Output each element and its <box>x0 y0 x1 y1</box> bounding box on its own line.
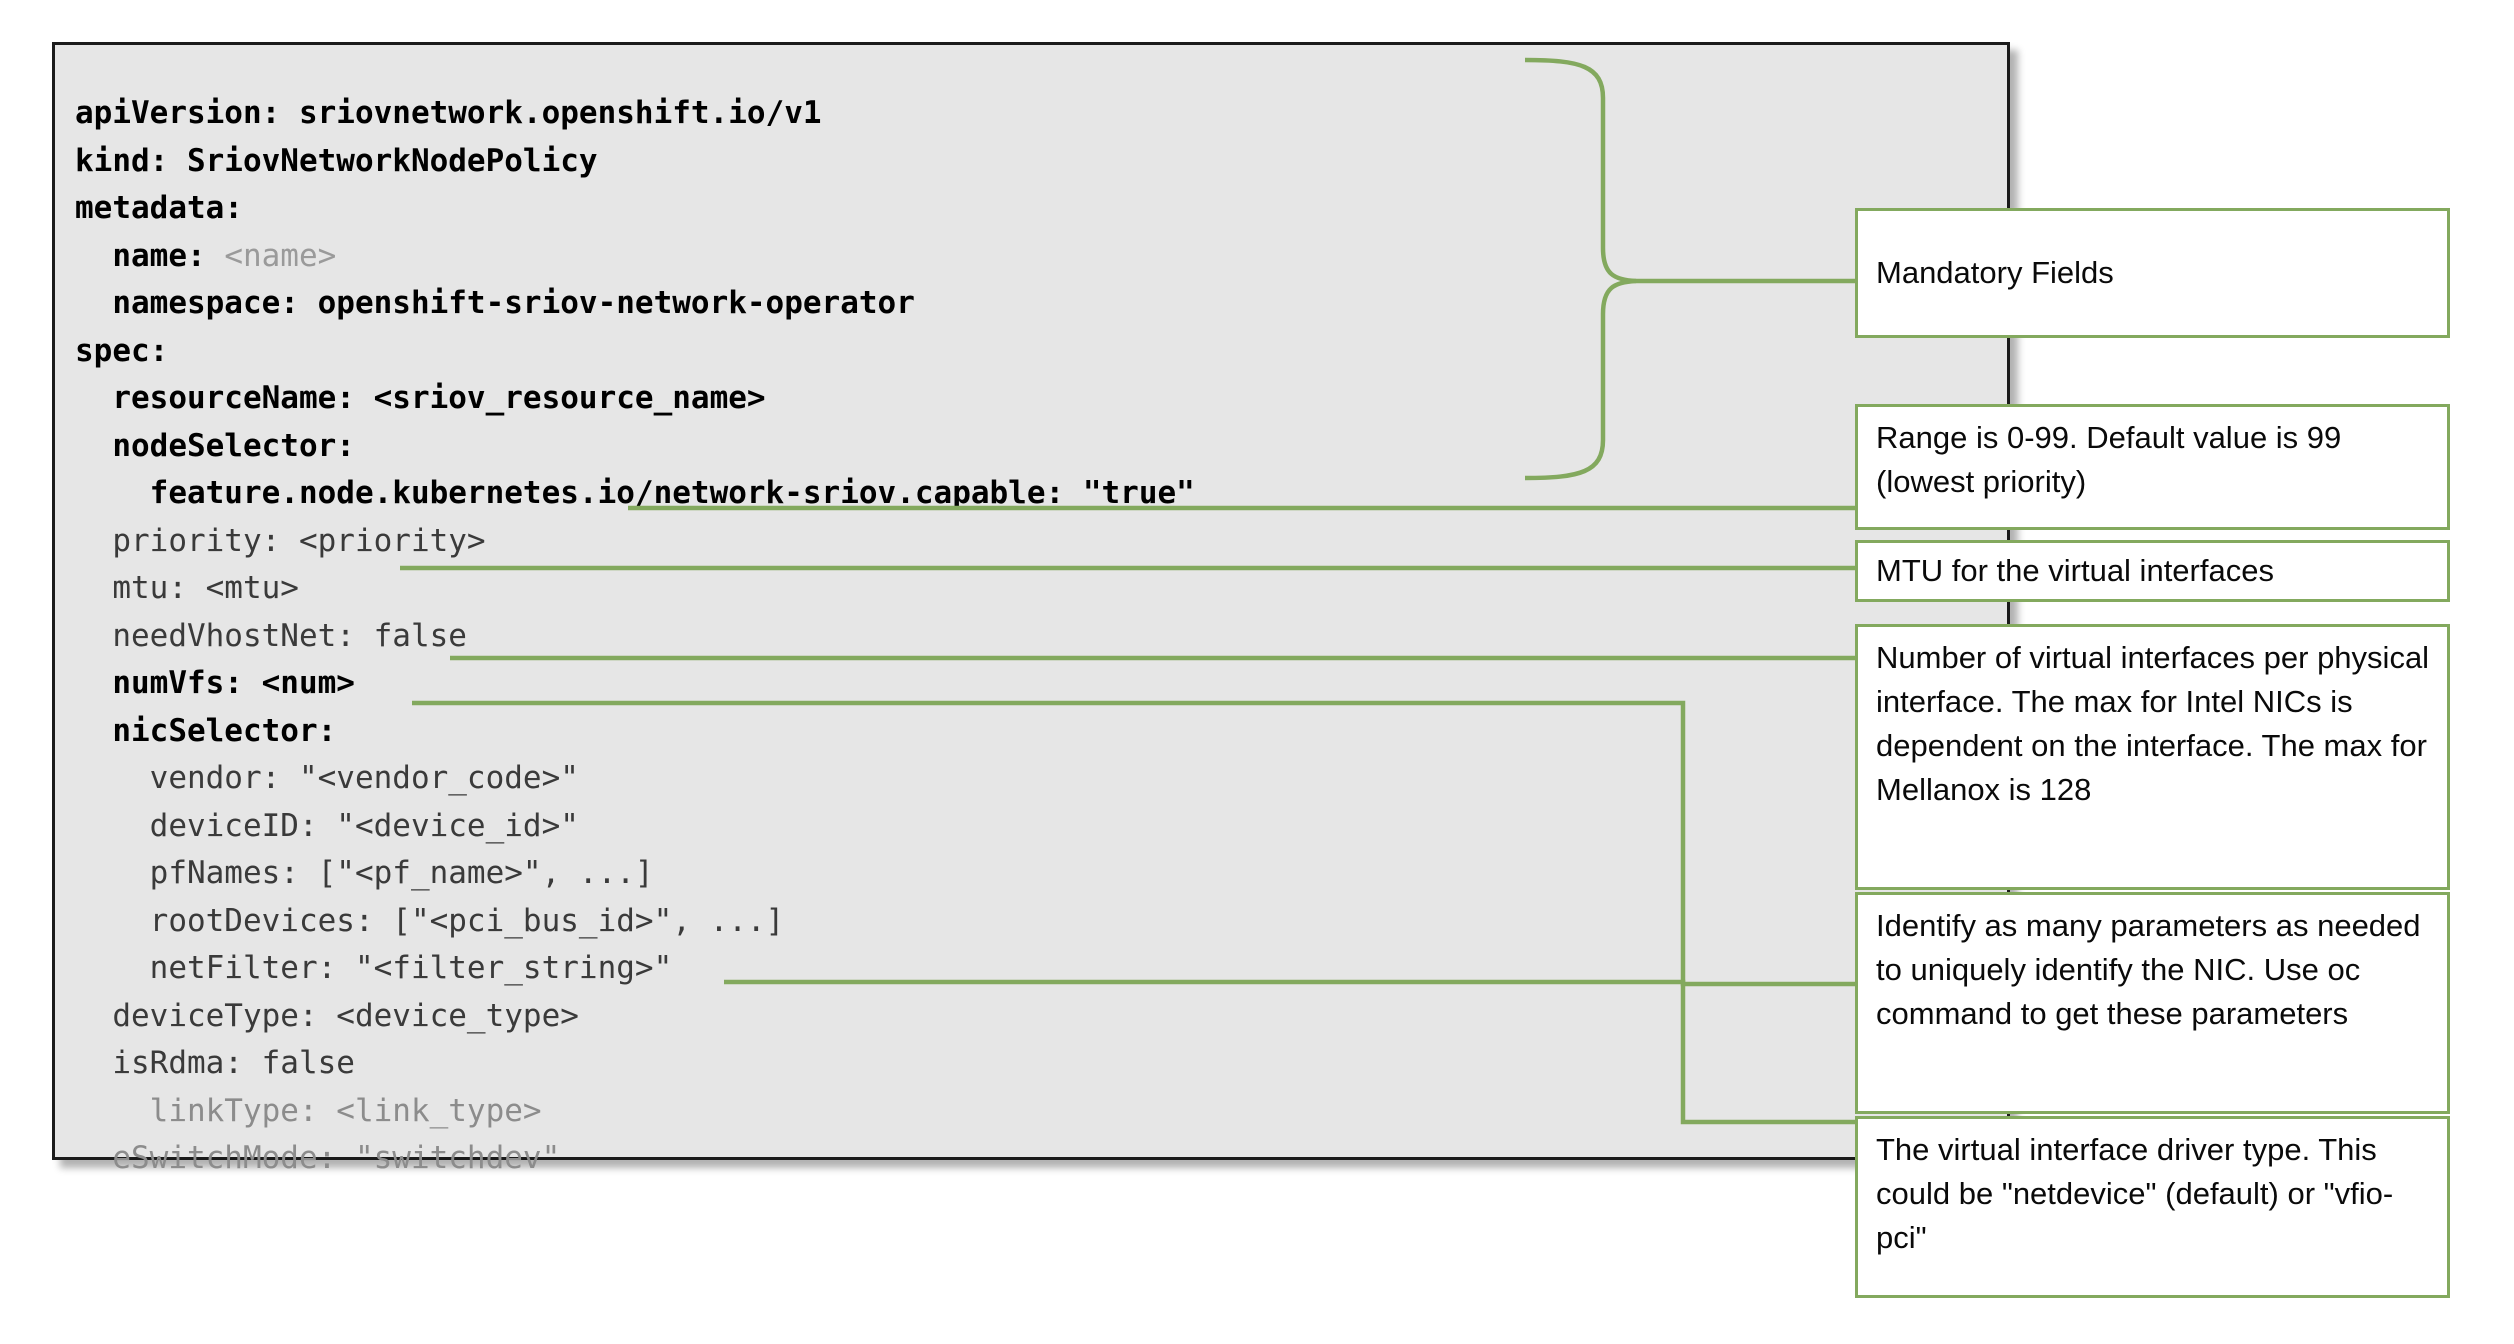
code-line: namespace: openshift-sriov-network-opera… <box>75 280 2007 328</box>
code-line: mtu: <mtu> <box>75 565 2007 613</box>
annotation-text: Range is 0-99. Default value is 99 (lowe… <box>1876 420 2342 499</box>
code-line: numVfs: <num> <box>75 660 2007 708</box>
code-segment: priority: <priority> <box>112 522 486 559</box>
code-segment: vendor: "<vendor_code>" <box>149 760 579 796</box>
code-segment: isRdma: false <box>112 1045 355 1081</box>
code-line: apiVersion: sriovnetwork.openshift.io/v1 <box>75 90 2007 138</box>
code-segment: resourceName: <sriov_resource_name> <box>112 380 766 416</box>
code-segment: apiVersion: sriovnetwork.openshift.io/v1 <box>75 95 822 131</box>
code-segment: mtu: <mtu> <box>112 570 299 606</box>
code-segment: nicSelector: <box>112 712 337 749</box>
annotation-devicetype-note: The virtual interface driver type. This … <box>1855 1116 2450 1298</box>
code-line: rootDevices: ["<pci_bus_id>", ...] <box>75 898 2007 946</box>
code-segment: metadata: <box>75 190 243 226</box>
code-line: nodeSelector: <box>75 423 2007 471</box>
annotation-priority-note: Range is 0-99. Default value is 99 (lowe… <box>1855 404 2450 530</box>
code-segment: deviceType: <device_type> <box>112 997 579 1034</box>
code-line: needVhostNet: false <box>75 613 2007 661</box>
code-line: resourceName: <sriov_resource_name> <box>75 375 2007 423</box>
code-segment: eSwitchMode: "switchdev" <box>112 1140 561 1176</box>
code-line: name: <name> <box>75 233 2007 281</box>
annotation-text: MTU for the virtual interfaces <box>1876 553 2274 588</box>
code-line: pfNames: ["<pf_name>", ...] <box>75 850 2007 898</box>
code-line: vendor: "<vendor_code>" <box>75 755 2007 803</box>
yaml-code-listing: apiVersion: sriovnetwork.openshift.io/v1… <box>75 90 2007 1183</box>
annotation-mandatory-fields: Mandatory Fields <box>1855 208 2450 338</box>
code-line: netFilter: "<filter_string>" <box>75 945 2007 993</box>
code-line: isRdma: false <box>75 1040 2007 1088</box>
code-segment: <name> <box>224 237 337 274</box>
code-line: deviceType: <device_type> <box>75 993 2007 1041</box>
yaml-code-panel: apiVersion: sriovnetwork.openshift.io/v1… <box>52 42 2010 1176</box>
code-line: eSwitchMode: "switchdev" <box>75 1135 2007 1183</box>
code-segment: name: <box>112 237 225 274</box>
code-segment: nodeSelector: <box>112 427 355 464</box>
code-line: feature.node.kubernetes.io/network-sriov… <box>75 470 2007 518</box>
code-line: metadata: <box>75 185 2007 233</box>
annotation-nicselector-note: Identify as many parameters as needed to… <box>1855 892 2450 1114</box>
code-segment: linkType: <link_type> <box>149 1092 542 1129</box>
code-segment: kind: SriovNetworkNodePolicy <box>75 142 598 179</box>
code-segment: namespace: openshift-sriov-network-opera… <box>112 285 915 321</box>
code-segment: deviceID: "<device_id>" <box>149 807 579 844</box>
annotation-text: Mandatory Fields <box>1876 255 2114 290</box>
code-line: kind: SriovNetworkNodePolicy <box>75 138 2007 186</box>
annotation-text: Number of virtual interfaces per physica… <box>1876 640 2430 807</box>
code-segment: feature.node.kubernetes.io/network-sriov… <box>149 475 1195 511</box>
code-line: spec: <box>75 328 2007 376</box>
code-line: nicSelector: <box>75 708 2007 756</box>
code-segment: needVhostNet: false <box>112 617 467 654</box>
annotation-text: Identify as many parameters as needed to… <box>1876 908 2421 1031</box>
code-segment: rootDevices: ["<pci_bus_id>", ...] <box>149 902 785 939</box>
code-segment: netFilter: "<filter_string>" <box>149 950 673 986</box>
code-segment: pfNames: ["<pf_name>", ...] <box>149 855 654 891</box>
code-line: priority: <priority> <box>75 518 2007 566</box>
annotation-numvfs-note: Number of virtual interfaces per physica… <box>1855 624 2450 890</box>
code-segment: numVfs: <num> <box>112 665 355 701</box>
code-segment: spec: <box>75 332 169 369</box>
code-line: linkType: <link_type> <box>75 1088 2007 1136</box>
code-line: deviceID: "<device_id>" <box>75 803 2007 851</box>
annotation-text: The virtual interface driver type. This … <box>1876 1132 2394 1255</box>
annotation-mtu-note: MTU for the virtual interfaces <box>1855 540 2450 602</box>
